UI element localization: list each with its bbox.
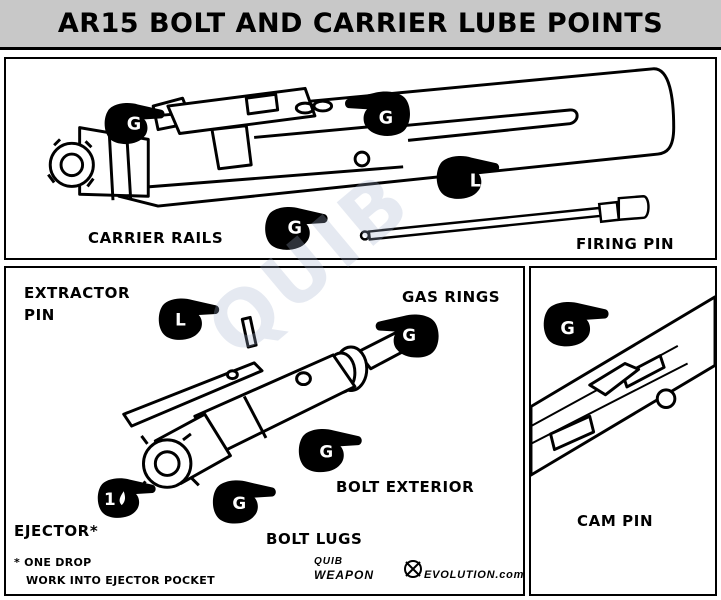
bolt-exterior-label: BOLT EXTERIOR xyxy=(336,478,475,496)
marker-g: G xyxy=(560,319,574,339)
footnote-line-2: WORK INTO EJECTOR POCKET xyxy=(26,574,215,587)
brand-logo: QUIB WEAPON EVOLUTION.com xyxy=(312,556,524,592)
cam-pin-panel: G CAM PIN xyxy=(529,266,717,596)
marker-g: G xyxy=(319,442,333,462)
gear-icon xyxy=(404,560,422,578)
marker-g: G xyxy=(127,115,141,135)
extractor-pin-label-2: PIN xyxy=(24,306,55,324)
marker-g: G xyxy=(402,325,416,345)
page-title: AR15 BOLT AND CARRIER LUBE POINTS xyxy=(57,8,664,39)
bolt-lugs-label: BOLT LUGS xyxy=(266,530,363,548)
lube-hand-icon xyxy=(158,298,220,340)
carrier-rails-label: CARRIER RAILS xyxy=(88,229,224,247)
firing-pin-label: FIRING PIN xyxy=(576,235,675,253)
bolt-panel: L G G G 1 EXTRACTOR PIN GAS RINGS BOLT E… xyxy=(4,266,525,596)
bolt-carrier-illustration: G G L G xyxy=(47,67,676,250)
carrier-panel: G G L G CARRIER RAILS FIRING PIN xyxy=(4,57,717,260)
footnote-line-1: * ONE DROP xyxy=(14,556,92,569)
grease-hand-icon xyxy=(543,301,609,347)
ejector-label: EJECTOR* xyxy=(14,522,99,540)
drop-icon xyxy=(119,491,126,506)
marker-g: G xyxy=(287,218,301,238)
logo-line-2: WEAPON xyxy=(314,568,374,582)
logo-line-3: EVOLUTION.com xyxy=(424,569,525,581)
gas-rings-label: GAS RINGS xyxy=(402,288,501,306)
cam-pin-label: CAM PIN xyxy=(577,512,654,530)
logo-line-1: QUIB xyxy=(314,556,343,567)
marker-one: 1 xyxy=(104,489,116,509)
bolt-illustration: L G G G 1 xyxy=(97,298,439,524)
cam-pin-illustration: G xyxy=(531,295,715,477)
marker-g: G xyxy=(379,109,393,129)
lube-hand-icon xyxy=(436,156,500,199)
title-bar: AR15 BOLT AND CARRIER LUBE POINTS xyxy=(0,0,721,50)
marker-l: L xyxy=(470,171,481,191)
marker-l: L xyxy=(175,309,186,329)
extractor-pin-label-1: EXTRACTOR xyxy=(24,284,131,302)
marker-g: G xyxy=(232,493,246,513)
